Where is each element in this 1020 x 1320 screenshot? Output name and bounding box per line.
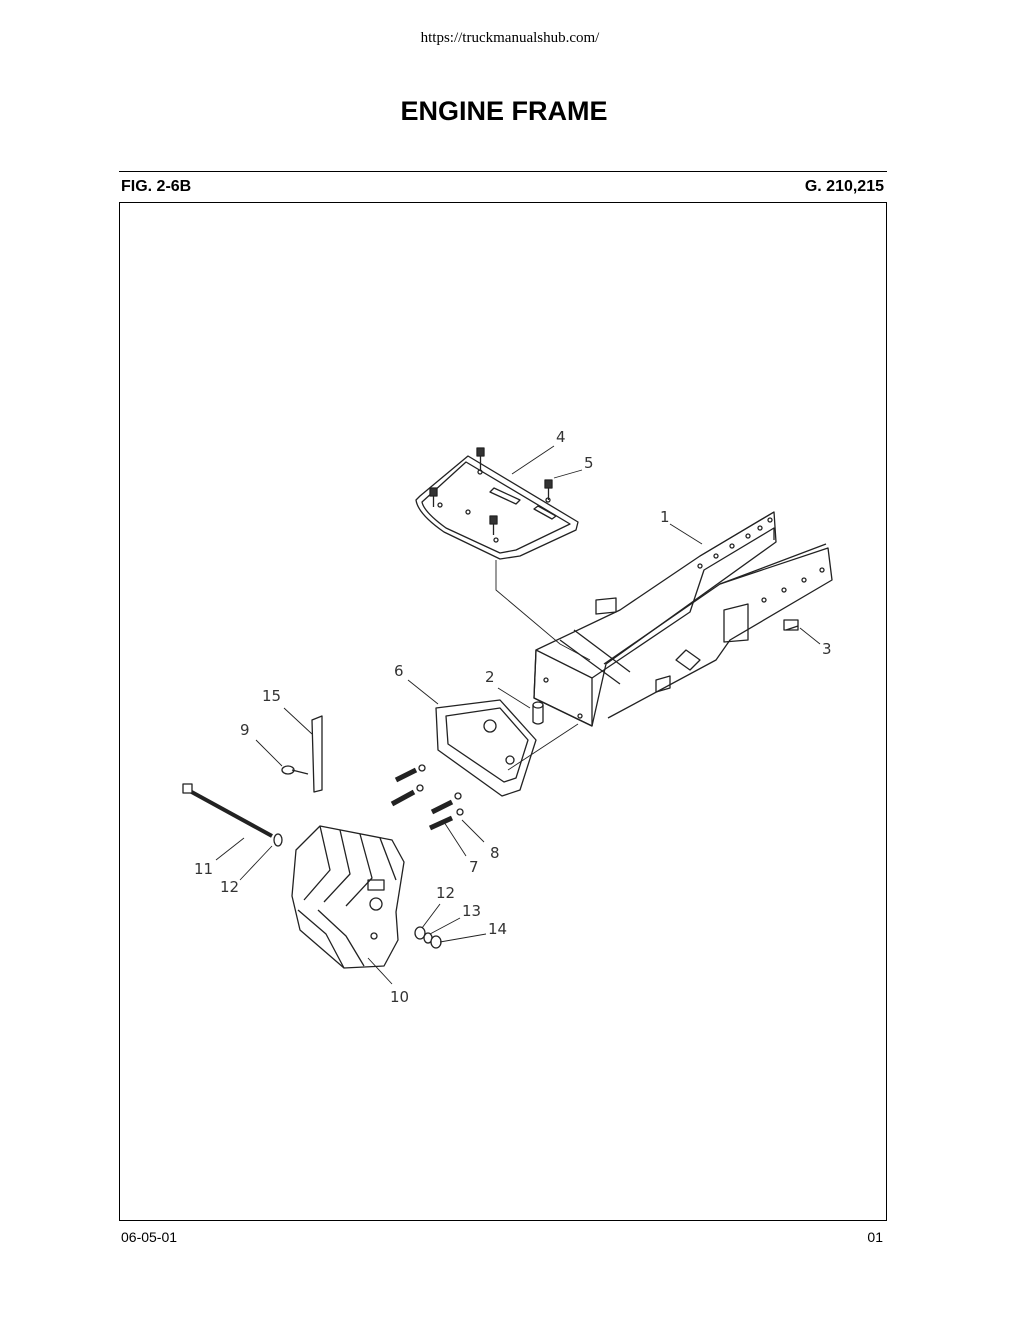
callout-9: 9 — [240, 721, 250, 739]
callout-1: 1 — [660, 508, 670, 526]
long-bolt — [182, 783, 283, 847]
callout-10: 10 — [390, 988, 409, 1006]
footer-date: 06-05-01 — [121, 1229, 178, 1245]
leader-lines — [215, 445, 821, 985]
plate-bolts — [429, 447, 553, 535]
callout-14: 14 — [488, 920, 507, 938]
page-title: ENGINE FRAME — [400, 96, 608, 126]
header-rule — [119, 171, 887, 172]
bracket-bolts — [390, 764, 464, 831]
callout-5: 5 — [584, 454, 594, 472]
figure-number: FIG. 2-6B — [121, 178, 192, 195]
callout-11: 11 — [194, 860, 213, 878]
pin-and-clip — [281, 715, 323, 793]
callout-7: 7 — [469, 858, 479, 876]
group-number: G. 210,215 — [804, 178, 884, 195]
source-url: https://truckmanualshub.com/ — [420, 30, 600, 46]
bushing — [532, 701, 544, 725]
main-frame — [533, 511, 833, 727]
page-number: 01 — [867, 1229, 883, 1245]
callout-3: 3 — [822, 640, 832, 658]
callout-13: 13 — [462, 902, 481, 920]
callout-6: 6 — [394, 662, 404, 680]
callout-12-bolt: 12 — [220, 878, 239, 896]
washer-and-nut — [414, 926, 442, 949]
side-bolt — [783, 619, 799, 631]
callout-4: 4 — [556, 428, 566, 446]
mounting-plate — [415, 455, 579, 560]
front-bracket — [435, 699, 537, 797]
callout-12-washer: 12 — [436, 884, 455, 902]
figure-frame — [119, 202, 887, 1221]
callout-15: 15 — [262, 687, 281, 705]
callout-2: 2 — [485, 668, 495, 686]
callout-8: 8 — [490, 844, 500, 862]
counterweight — [291, 825, 405, 969]
